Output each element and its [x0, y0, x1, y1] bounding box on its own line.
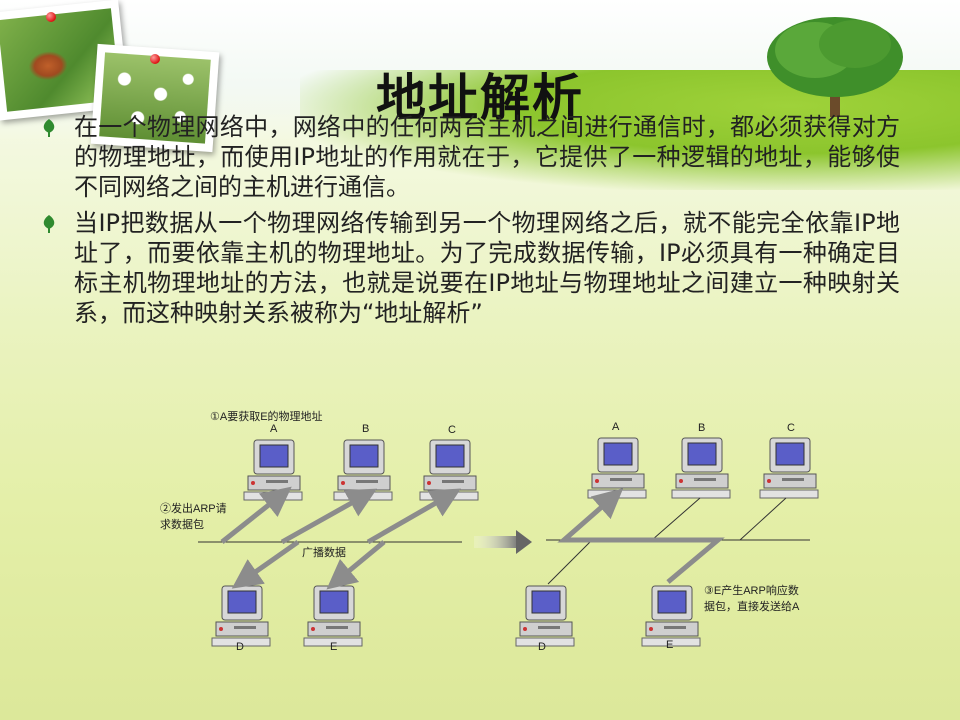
host-b-computer — [333, 439, 393, 501]
step2-label: ②发出ARP请 — [160, 501, 227, 515]
step3-label: 据包，直接发送给A — [704, 599, 800, 613]
reply-arrow — [557, 488, 725, 584]
host-label: A — [270, 423, 278, 435]
pin-icon — [150, 54, 160, 64]
step3-label: ③E产生ARP响应数 — [704, 583, 799, 597]
leaf-bullet-icon — [43, 215, 55, 233]
host-label: B — [698, 422, 705, 434]
host-d-computer — [211, 585, 271, 647]
host-c-computer — [419, 439, 479, 501]
host-label: B — [362, 423, 369, 435]
host-label: D — [236, 641, 244, 653]
pin-icon — [46, 12, 56, 22]
host-e-computer — [641, 585, 701, 647]
paragraph-text: 当IP把数据从一个物理网络传输到另一个物理网络之后，就不能完全依靠IP地址了，而… — [74, 209, 900, 327]
tree-illustration — [767, 17, 903, 117]
step2-label: 求数据包 — [160, 517, 204, 531]
leaf-bullet-icon — [43, 119, 55, 137]
host-e-computer — [303, 585, 363, 647]
host-a-computer — [587, 437, 647, 499]
paragraph: 当IP把数据从一个物理网络传输到另一个物理网络之后，就不能完全依靠IP地址了，而… — [40, 208, 900, 328]
host-a-computer — [243, 439, 303, 501]
paragraph: 在一个物理网络中，网络中的任何两台主机之间进行通信时，都必须获得对方的物理地址，… — [40, 112, 900, 202]
connection-lines — [547, 497, 787, 585]
arp-diagram: ①A要获取E的物理地址 A B C ②发出ARP请 求数据包 广播数据 D E … — [160, 409, 819, 653]
host-label: E — [666, 639, 673, 651]
host-label: C — [448, 424, 456, 436]
host-d-computer — [515, 585, 575, 647]
broadcast-arrows — [220, 486, 462, 590]
paragraph-text: 在一个物理网络中，网络中的任何两台主机之间进行通信时，都必须获得对方的物理地址，… — [74, 113, 900, 201]
transition-arrow-icon — [474, 530, 532, 554]
host-c-computer — [759, 437, 819, 499]
host-b-computer — [671, 437, 731, 499]
step1-label: ①A要获取E的物理地址 — [210, 409, 323, 423]
host-label: A — [612, 421, 620, 433]
slide-title: 地址解析 — [376, 68, 584, 127]
host-label: C — [787, 422, 795, 434]
slide-body: 在一个物理网络中，网络中的任何两台主机之间进行通信时，都必须获得对方的物理地址，… — [40, 112, 900, 334]
host-label: D — [538, 641, 546, 653]
broadcast-label: 广播数据 — [302, 545, 346, 559]
host-label: E — [330, 641, 337, 653]
